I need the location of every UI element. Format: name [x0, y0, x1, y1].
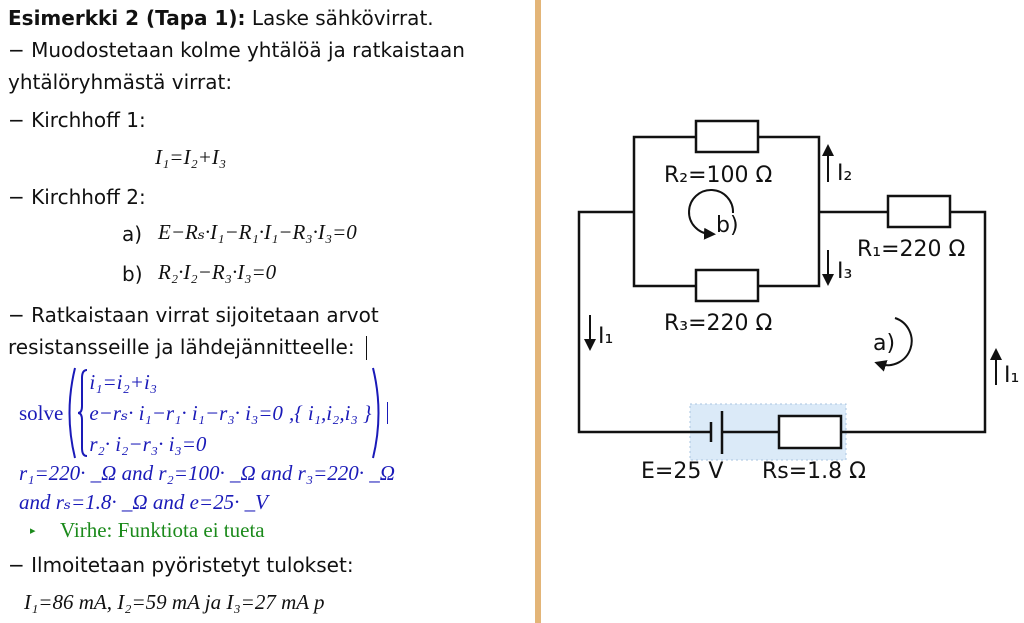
results: I₁=86 mA, I₂=59 mA ja I₃=27 mA p — [24, 590, 325, 614]
label-r2: R₂=100 Ω — [664, 163, 772, 188]
solve-eq2: e−rₛ· i₁−r₁· i₁−r₃· i₃=0 — [89, 400, 283, 425]
label-i2: I₂ — [837, 161, 852, 186]
loop-b-arrow-icon — [688, 189, 735, 240]
resistor-r3 — [694, 268, 760, 303]
text-cursor — [366, 336, 367, 360]
bullet-icon: ▸ — [30, 525, 36, 537]
label-i3: I₃ — [837, 259, 852, 284]
text-line: − Kirchhoff 1: — [8, 108, 146, 132]
solve-block[interactable]: solve i₁=i₂+i₃ e−rₛ· i₁−r₁· i₁−r₃· i₃=0,… — [19, 366, 389, 460]
text-line: resistansseille ja lähdejännitteelle: — [8, 335, 355, 359]
title-rest: Laske sähkövirrat. — [245, 6, 434, 30]
divider — [535, 0, 541, 623]
text-line: − Ilmoitetaan pyöristetyt tulokset: — [8, 553, 354, 577]
circuit-diagram: R₂=100 Ω I₂ b) I₃ R₁=220 Ω R₃=220 Ω I₁ a… — [577, 119, 1019, 484]
label-loop-b: b) — [716, 213, 739, 238]
text-line: − Muodostetaan kolme yhtälöä ja ratkaist… — [8, 38, 465, 62]
text-line: − Ratkaistaan virrat sijoitetaan arvot — [8, 303, 379, 327]
solve-function: solve — [19, 400, 64, 425]
label-i1-right: I₁ — [1004, 363, 1019, 388]
with-bar — [387, 402, 389, 424]
label-b: b) — [122, 262, 143, 286]
battery-icon — [709, 411, 724, 454]
label-e: E=25 V — [641, 459, 723, 484]
solve-eq1: i₁=i₂+i₃ — [89, 369, 158, 394]
equation-system: i₁=i₂+i₃ e−rₛ· i₁−r₁· i₁−r₃· i₃=0,{ i₁,i… — [89, 367, 371, 460]
resistor-rs — [777, 414, 843, 450]
label-i1-left: I₁ — [598, 324, 613, 349]
left-paren — [68, 367, 77, 459]
resistor-r1 — [886, 194, 952, 229]
text-line: − Kirchhoff 2: — [8, 185, 146, 209]
error-message: Virhe: Funktiota ei tueta — [60, 518, 265, 542]
solve-conditions-1: r₁=220· _Ω and r₂=100· _Ω and r₃=220· _Ω — [19, 461, 395, 485]
label-r3: R₃=220 Ω — [664, 311, 772, 336]
right-paren — [372, 367, 380, 459]
label-rs: Rs=1.8 Ω — [762, 459, 866, 484]
text-line: yhtälöryhmästä virrat: — [8, 70, 233, 94]
kirchhoff2a-equation: E−Rₛ·I₁−R₁·I₁−R₃·I₃=0 — [158, 220, 357, 244]
solve-eq2-row: e−rₛ· i₁−r₁· i₁−r₃· i₃=0,{ i₁,i₂,i₃ } — [89, 398, 371, 429]
kirchhoff2b-equation: R₂·I₂−R₃·I₃=0 — [158, 260, 277, 284]
solve-conditions-2: and rₛ=1.8· _Ω and e=25· _V — [19, 490, 268, 514]
label-a: a) — [122, 222, 143, 246]
solve-vars: ,{ i₁,i₂,i₃ } — [288, 400, 372, 425]
solve-eq3: r₂· i₂−r₃· i₃=0 — [89, 431, 207, 456]
label-r1: R₁=220 Ω — [857, 237, 965, 262]
resistor-r2 — [694, 119, 760, 154]
loop-a-arrow-icon — [874, 317, 913, 372]
label-loop-a: a) — [873, 331, 895, 356]
left-brace — [78, 369, 88, 457]
wires — [577, 135, 987, 434]
kirchhoff1-equation: I₁=I₂+I₃ — [155, 145, 227, 169]
title-bold: Esimerkki 2 (Tapa 1): — [8, 6, 246, 30]
slide-title: Esimerkki 2 (Tapa 1): Laske sähkövirrat. — [8, 6, 434, 30]
